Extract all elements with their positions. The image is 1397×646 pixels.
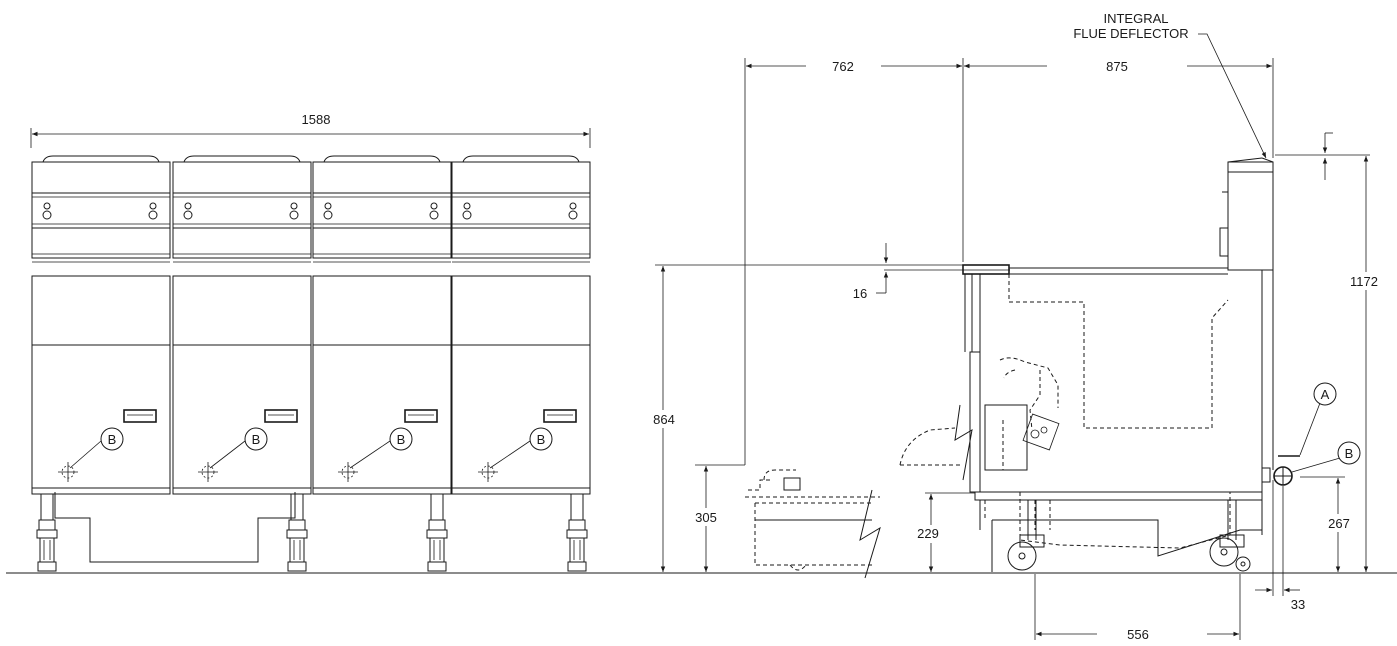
front-caster-2 [286, 493, 308, 572]
front-caster-4 [566, 493, 588, 572]
front-width-dimension: 1588 [30, 110, 591, 148]
fryer-unit-4 [451, 155, 591, 495]
cabinet-clearance-dimension: 229 [912, 492, 975, 572]
work-height-label: 864 [653, 412, 675, 427]
side-callout-b: B [1291, 441, 1361, 473]
gas-offset-label: 33 [1291, 597, 1305, 612]
depth-dimensions: 762 875 [744, 56, 1274, 465]
cabinet-clearance-label: 229 [917, 526, 939, 541]
front-callout-b-1: B [57, 427, 124, 483]
svg-text:B: B [397, 432, 406, 447]
svg-text:INTEGRAL: INTEGRAL [1103, 11, 1168, 26]
gas-height-dimension: 267 [1300, 476, 1356, 572]
front-caster-3 [426, 493, 448, 572]
drain-height-dimension: 305 [690, 464, 745, 572]
fryer-unit-3 [312, 155, 452, 495]
front-width-label: 1588 [302, 112, 331, 127]
overall-height-label: 1172 [1350, 274, 1378, 289]
side-view: 762 875 INTEGRAL FLUE DEFLECTOR [648, 11, 1385, 643]
front-caster-1 [36, 493, 58, 572]
front-callout-b-3: B [337, 427, 413, 483]
side-callout-a: A [1299, 382, 1337, 456]
drain-height-label: 305 [695, 510, 717, 525]
front-callout-b-2: B [197, 427, 268, 483]
drain-pan-side [745, 469, 881, 579]
gas-connection [1261, 455, 1300, 486]
gas-offset-dimension: 33 [1255, 480, 1305, 612]
side-caster-rear [1209, 500, 1251, 572]
caster-spacing-dimension: 556 [1034, 574, 1241, 643]
svg-text:B: B [252, 432, 261, 447]
fryer-side-body [962, 157, 1300, 572]
basket-depth-label: 762 [832, 59, 854, 74]
svg-text:B: B [1345, 446, 1354, 461]
fryer-depth-label: 875 [1106, 59, 1128, 74]
work-height-dimension: 864 [648, 266, 680, 572]
caster-spacing-label: 556 [1127, 627, 1149, 642]
fryer-unit-1 [31, 155, 171, 495]
overall-height-dimension: 1172 [1275, 132, 1385, 572]
gas-height-label: 267 [1328, 516, 1350, 531]
front-view: 1588 B [30, 110, 591, 572]
lip-dimension-label: 16 [853, 286, 867, 301]
svg-text:FLUE DEFLECTOR: FLUE DEFLECTOR [1073, 26, 1188, 41]
svg-text:B: B [537, 432, 546, 447]
svg-text:A: A [1321, 387, 1330, 402]
front-callout-b-4: B [477, 427, 553, 483]
lip-dimension: 16 [655, 243, 1010, 301]
side-caster-front [1007, 500, 1045, 571]
svg-text:B: B [108, 432, 117, 447]
filter-pan-front [54, 492, 296, 563]
flue-deflector-label: INTEGRAL FLUE DEFLECTOR [1073, 11, 1267, 159]
basket-break [899, 404, 973, 481]
